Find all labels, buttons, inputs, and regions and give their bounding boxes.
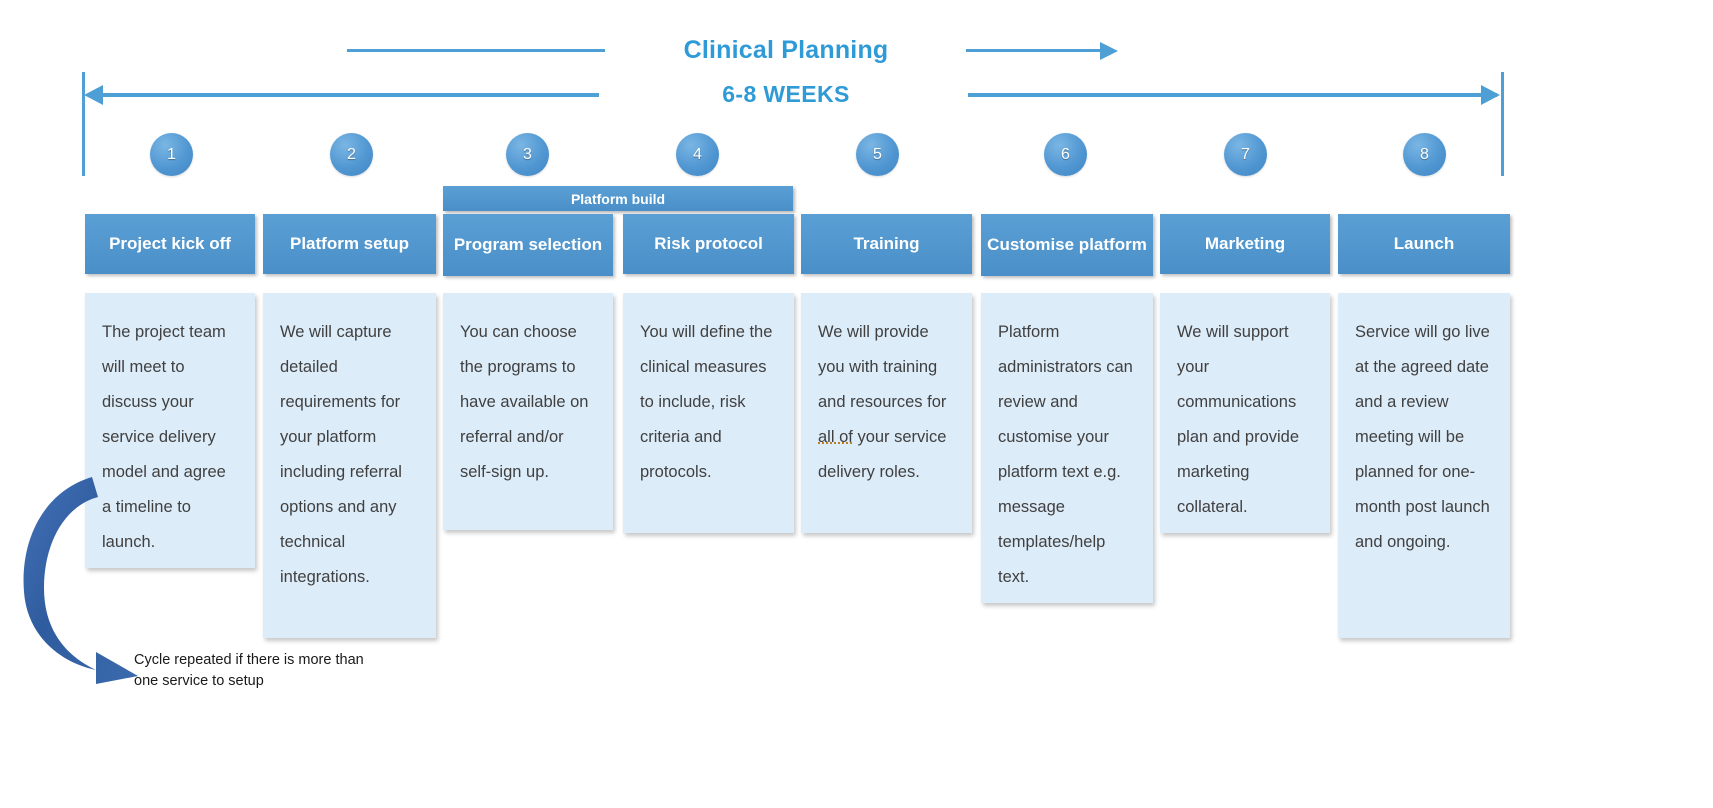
step-circle-6: 6 [1044, 133, 1087, 176]
weeks-line-right [968, 93, 1497, 97]
step-circle-2: 2 [330, 133, 373, 176]
step-number: 5 [873, 145, 882, 163]
timeline-tick-right [1501, 72, 1504, 176]
step-circle-5: 5 [856, 133, 899, 176]
duration-label: 6-8 WEEKS [722, 81, 850, 107]
step-number: 1 [167, 145, 176, 163]
step-number: 3 [523, 145, 532, 163]
column-body: We will capture detailed requirements fo… [263, 293, 436, 638]
column-header: Platform setup [263, 214, 436, 274]
platform-build-banner: Platform build [443, 186, 793, 211]
column-body: You can choose the programs to have avai… [443, 293, 613, 530]
step-circle-4: 4 [676, 133, 719, 176]
column-header: Training [801, 214, 972, 274]
column-marketing: Marketing We will support your communica… [1160, 214, 1330, 533]
body-text-pre: We will provide you with training and re… [818, 323, 947, 411]
step-number: 4 [693, 145, 702, 163]
step-circle-1: 1 [150, 133, 193, 176]
column-training: Training We will provide you with traini… [801, 214, 972, 533]
step-number: 2 [347, 145, 356, 163]
body-text-post: your service delivery roles. [818, 427, 947, 481]
column-body: The project team will meet to discuss yo… [85, 293, 255, 568]
column-customise-platform: Customise platform Platform administrato… [981, 214, 1153, 603]
column-body: We will support your communications plan… [1160, 293, 1330, 533]
step-number: 7 [1241, 145, 1250, 163]
weeks-line-left [99, 93, 599, 97]
column-platform-setup: Platform setup We will capture detailed … [263, 214, 436, 638]
column-header: Customise platform [981, 214, 1153, 276]
clinical-planning-line-left [347, 49, 605, 52]
weeks-arrowhead-left-icon [84, 85, 103, 105]
grammar-flagged-text: all of [818, 427, 853, 446]
column-header: Risk protocol [623, 214, 794, 274]
clinical-planning-label: Clinical Planning [683, 36, 889, 64]
column-body: Service will go live at the agreed date … [1338, 293, 1510, 638]
clinical-planning-arrowhead-icon [1100, 42, 1118, 60]
column-body: You will define the clinical measures to… [623, 293, 794, 533]
step-circle-8: 8 [1403, 133, 1446, 176]
step-circle-7: 7 [1224, 133, 1267, 176]
step-number: 6 [1061, 145, 1070, 163]
column-program-selection: Program selection You can choose the pro… [443, 214, 613, 530]
timeline-tick-left [82, 72, 85, 176]
column-header: Marketing [1160, 214, 1330, 274]
weeks-arrowhead-right-icon [1481, 85, 1500, 105]
column-launch: Launch Service will go live at the agree… [1338, 214, 1510, 638]
cycle-repeat-caption: Cycle repeated if there is more than one… [134, 652, 364, 690]
column-header: Launch [1338, 214, 1510, 274]
step-number: 8 [1420, 145, 1429, 163]
column-header: Program selection [443, 214, 613, 276]
column-header: Project kick off [85, 214, 255, 274]
cycle-repeat-arrow-icon [23, 477, 138, 684]
step-circle-3: 3 [506, 133, 549, 176]
clinical-planning-line-right [966, 49, 1106, 52]
column-body: We will provide you with training and re… [801, 293, 972, 533]
column-project-kick-off: Project kick off The project team will m… [85, 214, 255, 568]
column-body: Platform administrators can review and c… [981, 293, 1153, 603]
column-risk-protocol: Risk protocol You will define the clinic… [623, 214, 794, 533]
